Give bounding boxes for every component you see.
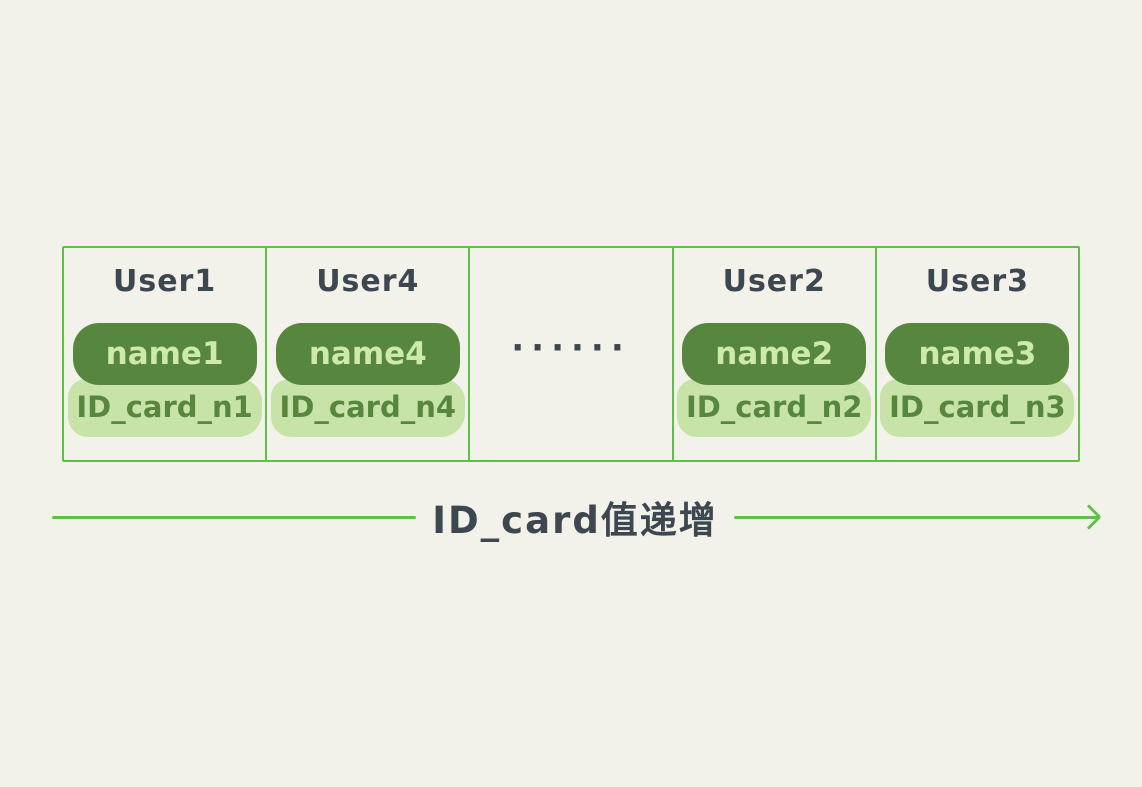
user-record-table: User1 name1 ID_card_n1 User4 name4 ID_ca… [62,246,1080,462]
id-card-pill: ID_card_n1 [67,379,262,437]
name-pill: name4 [275,323,460,385]
user-label: User1 [112,264,217,299]
user-label: User3 [925,264,1030,299]
user-label: User4 [316,264,420,299]
name-pill: name2 [682,323,867,385]
record-cell-user1: User1 name1 ID_card_n1 [64,248,268,460]
record-cell-user4: User4 name4 ID_card_n4 [267,248,471,460]
arrow-label: ID_card值递增 [432,499,718,542]
ellipsis-dots: ······ [511,328,631,368]
id-card-pill: ID_card_n2 [677,379,872,437]
id-card-pill: ID_card_n3 [880,379,1075,437]
arrowhead-icon [1076,504,1102,530]
id-card-pill: ID_card_n4 [270,379,465,437]
name-pill: name3 [885,323,1070,385]
record-cell-ellipsis: ······ [470,248,674,460]
record-cell-user3: User3 name3 ID_card_n3 [877,248,1078,460]
arrow-line-right [733,504,1102,530]
arrow-line-left [52,515,417,519]
record-cell-user2: User2 name2 ID_card_n2 [674,248,877,460]
user-label: User2 [722,264,826,299]
id-card-increasing-arrow: ID_card值递增 [52,490,1102,544]
name-pill: name1 [72,323,257,385]
